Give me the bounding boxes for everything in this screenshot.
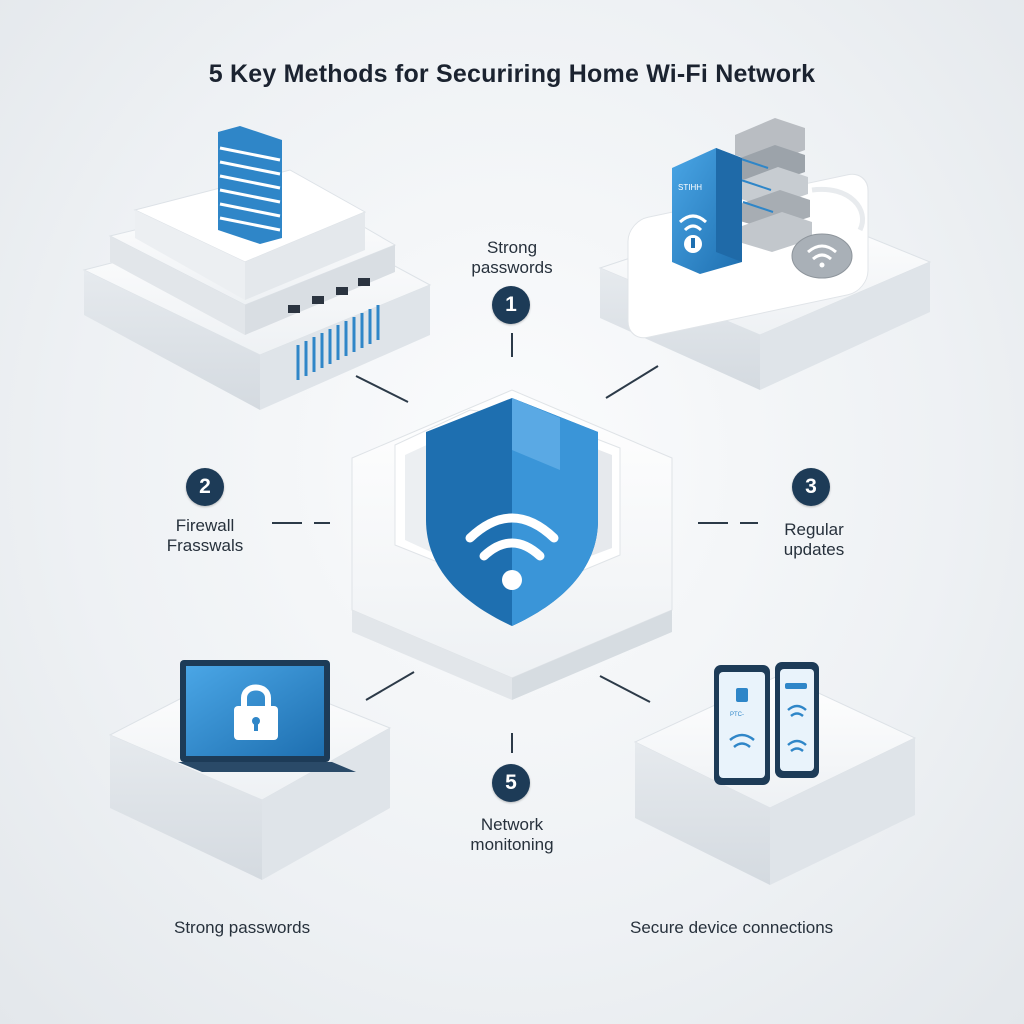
label-3: Regular updates — [754, 520, 874, 560]
laptop-lock-icon — [108, 660, 392, 880]
shield-wifi-icon — [426, 398, 598, 626]
page-title: 5 Key Methods for Securiring Home Wi-Fi … — [208, 60, 816, 88]
label-2-line-2: Frasswals — [166, 536, 244, 555]
label-5: Network monitoning — [447, 815, 577, 855]
label-1-line-2: passwords — [471, 258, 553, 277]
label-1: Strong passwords — [452, 238, 572, 278]
label-5-line-2: monitoning — [470, 835, 554, 854]
label-2-line-1: Firewall — [175, 516, 235, 535]
badge-5: 5 — [492, 764, 530, 802]
label-5-line-1: Network — [480, 815, 544, 834]
phone-label: PTC- — [730, 712, 744, 718]
badge-2: 2 — [186, 468, 224, 506]
badge-3: 3 — [792, 468, 830, 506]
smartphone-wifi-icon: PTC- — [633, 662, 917, 885]
router-label: STIHH — [678, 183, 702, 192]
label-1-line-1: Strong — [486, 238, 538, 257]
label-3-line-1: Regular — [784, 520, 844, 539]
server-rack-icon — [82, 126, 432, 410]
label-2: Firewall Frasswals — [140, 516, 270, 556]
wifi-router-icon: STIHH — [598, 118, 932, 390]
connector-lines — [272, 333, 758, 753]
label-3-line-2: updates — [783, 540, 845, 559]
caption-bottom-right: Secure device connections — [630, 918, 834, 937]
badge-1: 1 — [492, 286, 530, 324]
caption-bottom-left: Strong passwords — [174, 918, 311, 937]
